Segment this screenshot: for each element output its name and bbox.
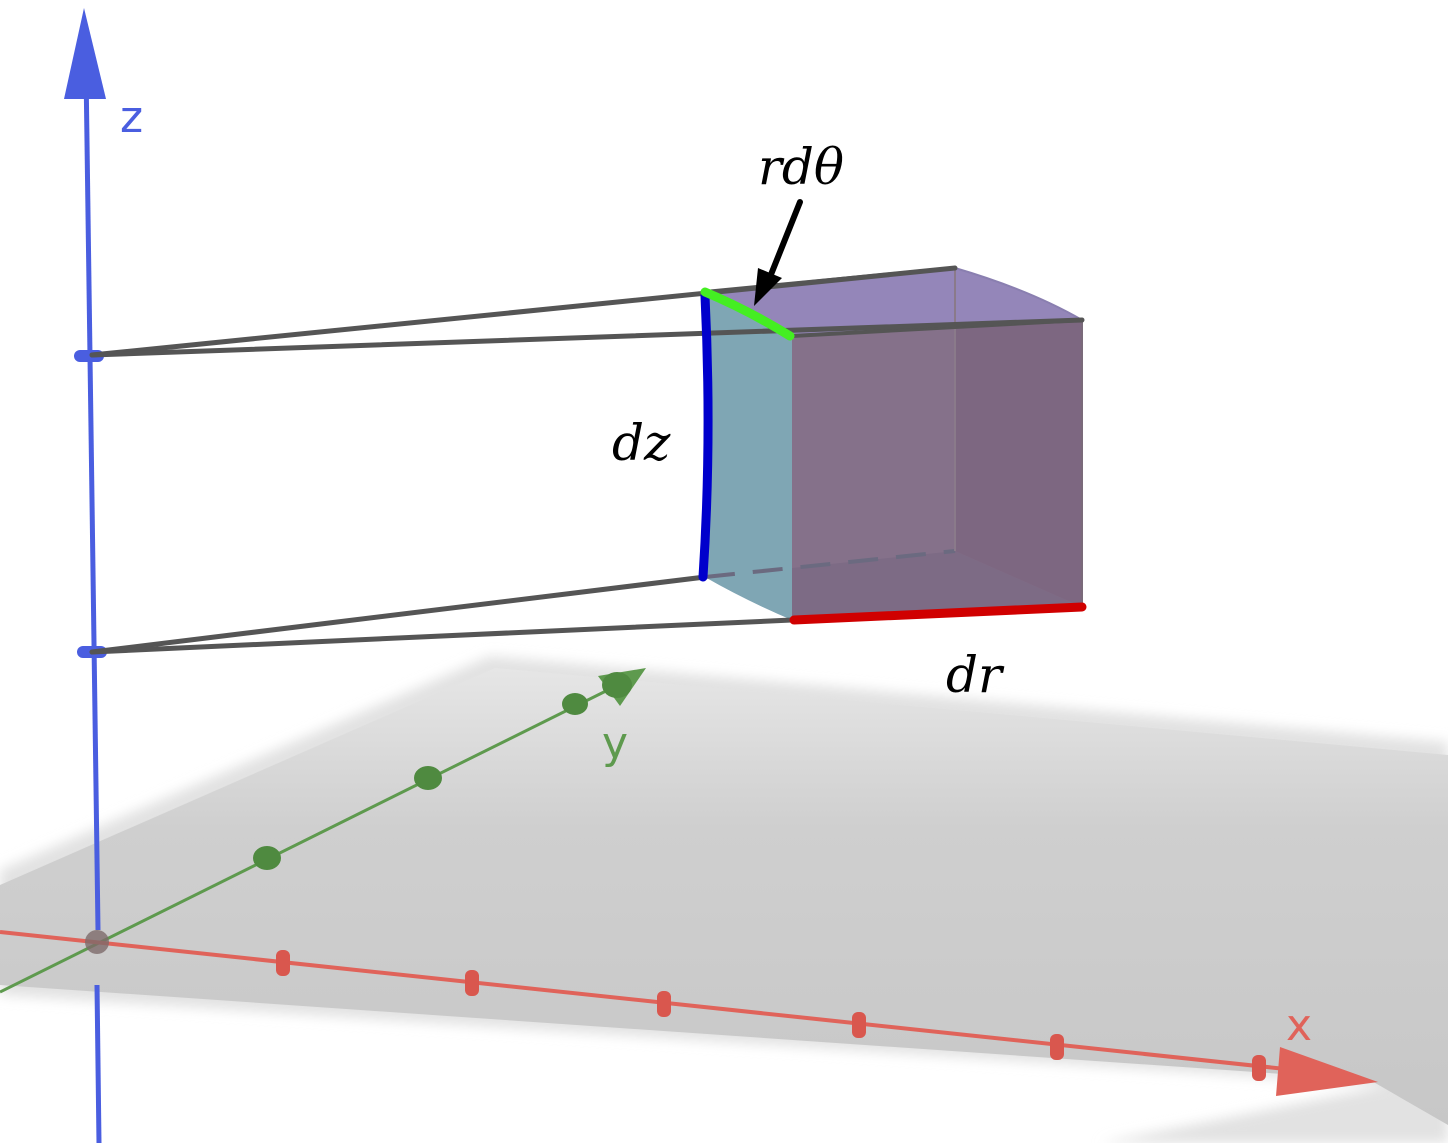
x-axis: x [0,930,1378,1096]
dr-edge [789,602,1087,625]
top-arc-edge [954,267,1083,321]
hidden-edge [704,549,956,579]
outer-face [792,320,1082,620]
volume-element [704,266,1083,620]
x-axis-ticks [276,950,1266,1081]
dz-label: dz [612,414,671,472]
y-axis-label: y [602,718,628,769]
r-dtheta-edge [700,287,795,341]
origin-point [85,930,109,954]
y-axis-ticks [253,672,632,870]
z-axis: z [64,8,143,1143]
y-axis: y [0,668,646,994]
x-axis-label: x [1286,1000,1312,1051]
radial-lines [89,265,1085,655]
x-axis-arrowhead [1276,1047,1378,1096]
xy-plane [0,656,1448,1143]
inner-face [705,292,792,620]
dr-label: dr [946,646,1005,704]
z-axis-arrowhead [64,8,106,99]
r-dtheta-pointer-arrow [754,199,803,306]
z-axis-label: z [120,92,143,143]
dz-edge [698,291,713,582]
r-dtheta-label: rdθ [758,138,844,196]
